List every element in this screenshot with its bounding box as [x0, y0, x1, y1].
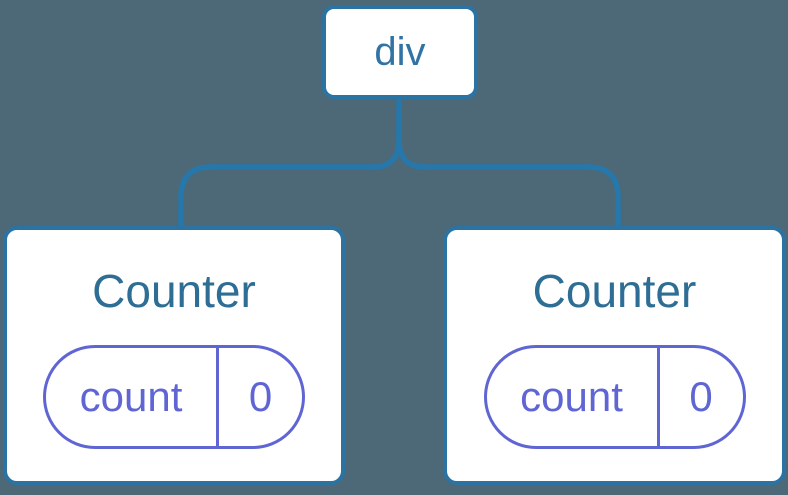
html-tag-label: div: [374, 30, 426, 74]
component-title: Counter: [532, 265, 697, 317]
tree-node-div: div: [322, 5, 478, 99]
connector-path-right: [396, 138, 621, 228]
component-title: Counter: [92, 265, 256, 317]
state-pill: count 0: [43, 345, 305, 449]
state-key-label: count: [46, 348, 219, 446]
state-key-label: count: [487, 348, 660, 446]
connector-path-left: [178, 97, 402, 228]
component-node-counter-1: Counter count 0: [3, 226, 345, 485]
state-value-label: 0: [689, 373, 713, 420]
state-value-label: 0: [248, 373, 273, 420]
component-node-counter-2: Counter count 0: [443, 226, 786, 485]
state-pill: count 0: [483, 345, 746, 449]
